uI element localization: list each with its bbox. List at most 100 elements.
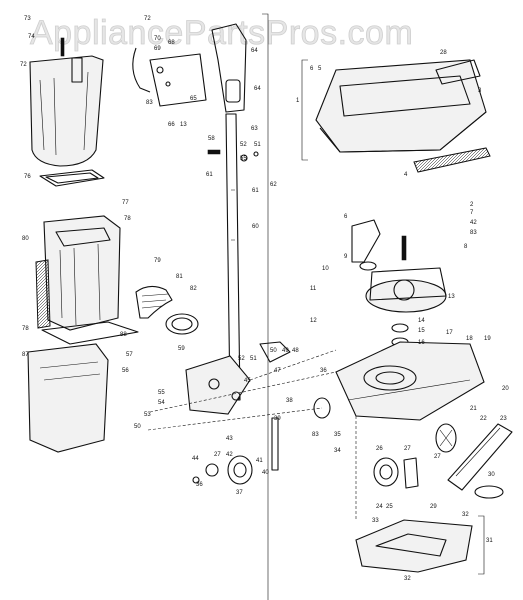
callout-57: 57	[126, 352, 133, 358]
callout-32b: 32	[404, 576, 411, 582]
callout-76: 76	[24, 174, 31, 180]
callout-74: 74	[28, 34, 35, 40]
pedal-bracket[interactable]	[185, 355, 251, 415]
callout-18: 18	[466, 336, 473, 342]
base-gasket-plate[interactable]	[41, 321, 139, 345]
belt[interactable]	[474, 485, 504, 499]
callout-61a: 61	[206, 172, 213, 178]
brush-roll-end-parts[interactable]	[373, 457, 419, 489]
callout-35: 35	[334, 432, 341, 438]
callout-77: 77	[122, 200, 129, 206]
callout-29: 29	[430, 504, 437, 510]
callout-88: 88	[120, 332, 127, 338]
callout-10: 10	[322, 266, 329, 272]
callout-labels: 73 74 72 72 70 69 68 64 64 83 66 13 65 6…	[20, 16, 509, 582]
callout-44: 44	[192, 456, 199, 462]
bottom-plate[interactable]	[355, 519, 473, 573]
callout-36b: 36	[320, 368, 327, 374]
handle-tube[interactable]	[225, 113, 241, 401]
callout-38: 38	[286, 398, 293, 404]
callout-27c: 27	[434, 454, 441, 460]
watermark-text: AppliancePartsPros.com	[30, 14, 413, 52]
callout-82: 82	[190, 286, 197, 292]
callout-63: 63	[251, 126, 258, 132]
callout-50b: 50	[270, 348, 277, 354]
flex-hose[interactable]	[135, 285, 199, 335]
callout-48: 48	[292, 348, 299, 354]
callout-51b: 51	[250, 356, 257, 362]
callout-31: 31	[486, 538, 493, 544]
vacuum-base[interactable]	[335, 341, 485, 421]
callout-73: 73	[24, 16, 31, 22]
callout-53: 53	[144, 412, 151, 418]
lower-housing-cover[interactable]	[27, 343, 109, 453]
callout-3: 3	[478, 88, 482, 94]
callout-51: 51	[254, 142, 261, 148]
callout-25: 25	[386, 504, 393, 510]
callout-13a: 13	[180, 122, 187, 128]
callout-50: 50	[134, 424, 141, 430]
callout-42: 42	[226, 452, 233, 458]
cord-and-switch[interactable]	[132, 47, 207, 107]
bag-collar-ring[interactable]	[39, 169, 105, 187]
callout-8: 8	[464, 244, 468, 250]
callout-37: 37	[236, 490, 243, 496]
handle-bracket-screws[interactable]	[207, 149, 259, 162]
callout-54: 54	[158, 400, 165, 406]
callout-23: 23	[500, 416, 507, 422]
bumper-strip[interactable]	[413, 147, 491, 173]
callout-64a: 64	[251, 48, 258, 54]
callout-42b: 42	[470, 220, 477, 226]
callout-61b: 61	[252, 188, 259, 194]
callout-78b: 78	[22, 326, 29, 332]
callout-39: 39	[274, 416, 281, 422]
callout-6: 6	[310, 66, 314, 72]
group-brackets	[262, 13, 485, 600]
callout-27b: 27	[404, 446, 411, 452]
callout-21: 21	[470, 406, 477, 412]
callout-52b: 52	[238, 356, 245, 362]
callout-1: 1	[296, 98, 300, 104]
callout-83a: 83	[146, 100, 153, 106]
front-wheels[interactable]	[313, 397, 457, 453]
callout-55: 55	[240, 156, 247, 162]
callout-80: 80	[22, 236, 29, 242]
callout-11: 11	[310, 286, 317, 292]
upper-housing-with-bag-holder[interactable]	[35, 215, 121, 331]
callout-52: 52	[240, 142, 247, 148]
leader-lines	[147, 349, 357, 520]
callout-7: 7	[470, 210, 474, 216]
callout-78a: 78	[124, 216, 131, 222]
callout-2: 2	[470, 202, 474, 208]
callout-36: 36	[196, 482, 203, 488]
callout-79: 79	[154, 258, 161, 264]
dust-bag-assembly[interactable]	[29, 37, 104, 167]
callout-83c: 83	[470, 230, 477, 236]
callout-72b: 72	[144, 16, 151, 22]
rear-wheel-small[interactable]	[192, 463, 219, 484]
callout-41: 41	[256, 458, 263, 464]
callout-69: 69	[154, 46, 161, 52]
suction-tube[interactable]	[351, 219, 381, 271]
callout-17: 17	[446, 330, 453, 336]
handle-grip[interactable]	[211, 23, 247, 113]
callout-9: 9	[344, 254, 348, 260]
callout-22: 22	[480, 416, 487, 422]
brush-roll[interactable]	[447, 423, 513, 491]
hood-assembly[interactable]	[315, 59, 487, 153]
callout-83b: 83	[312, 432, 319, 438]
motor-assembly[interactable]	[365, 235, 447, 313]
callout-13b: 13	[448, 294, 455, 300]
callout-65: 65	[190, 96, 197, 102]
callout-64b: 64	[254, 86, 261, 92]
callout-49: 49	[282, 348, 289, 354]
callout-6b: 6	[344, 214, 348, 220]
callout-72a: 72	[20, 62, 27, 68]
callout-27a: 27	[214, 452, 221, 458]
callout-33: 33	[372, 518, 379, 524]
callout-16: 16	[418, 340, 425, 346]
rear-wheel[interactable]	[227, 455, 253, 485]
height-adjust-lever[interactable]	[259, 341, 291, 471]
callout-15: 15	[418, 328, 425, 334]
